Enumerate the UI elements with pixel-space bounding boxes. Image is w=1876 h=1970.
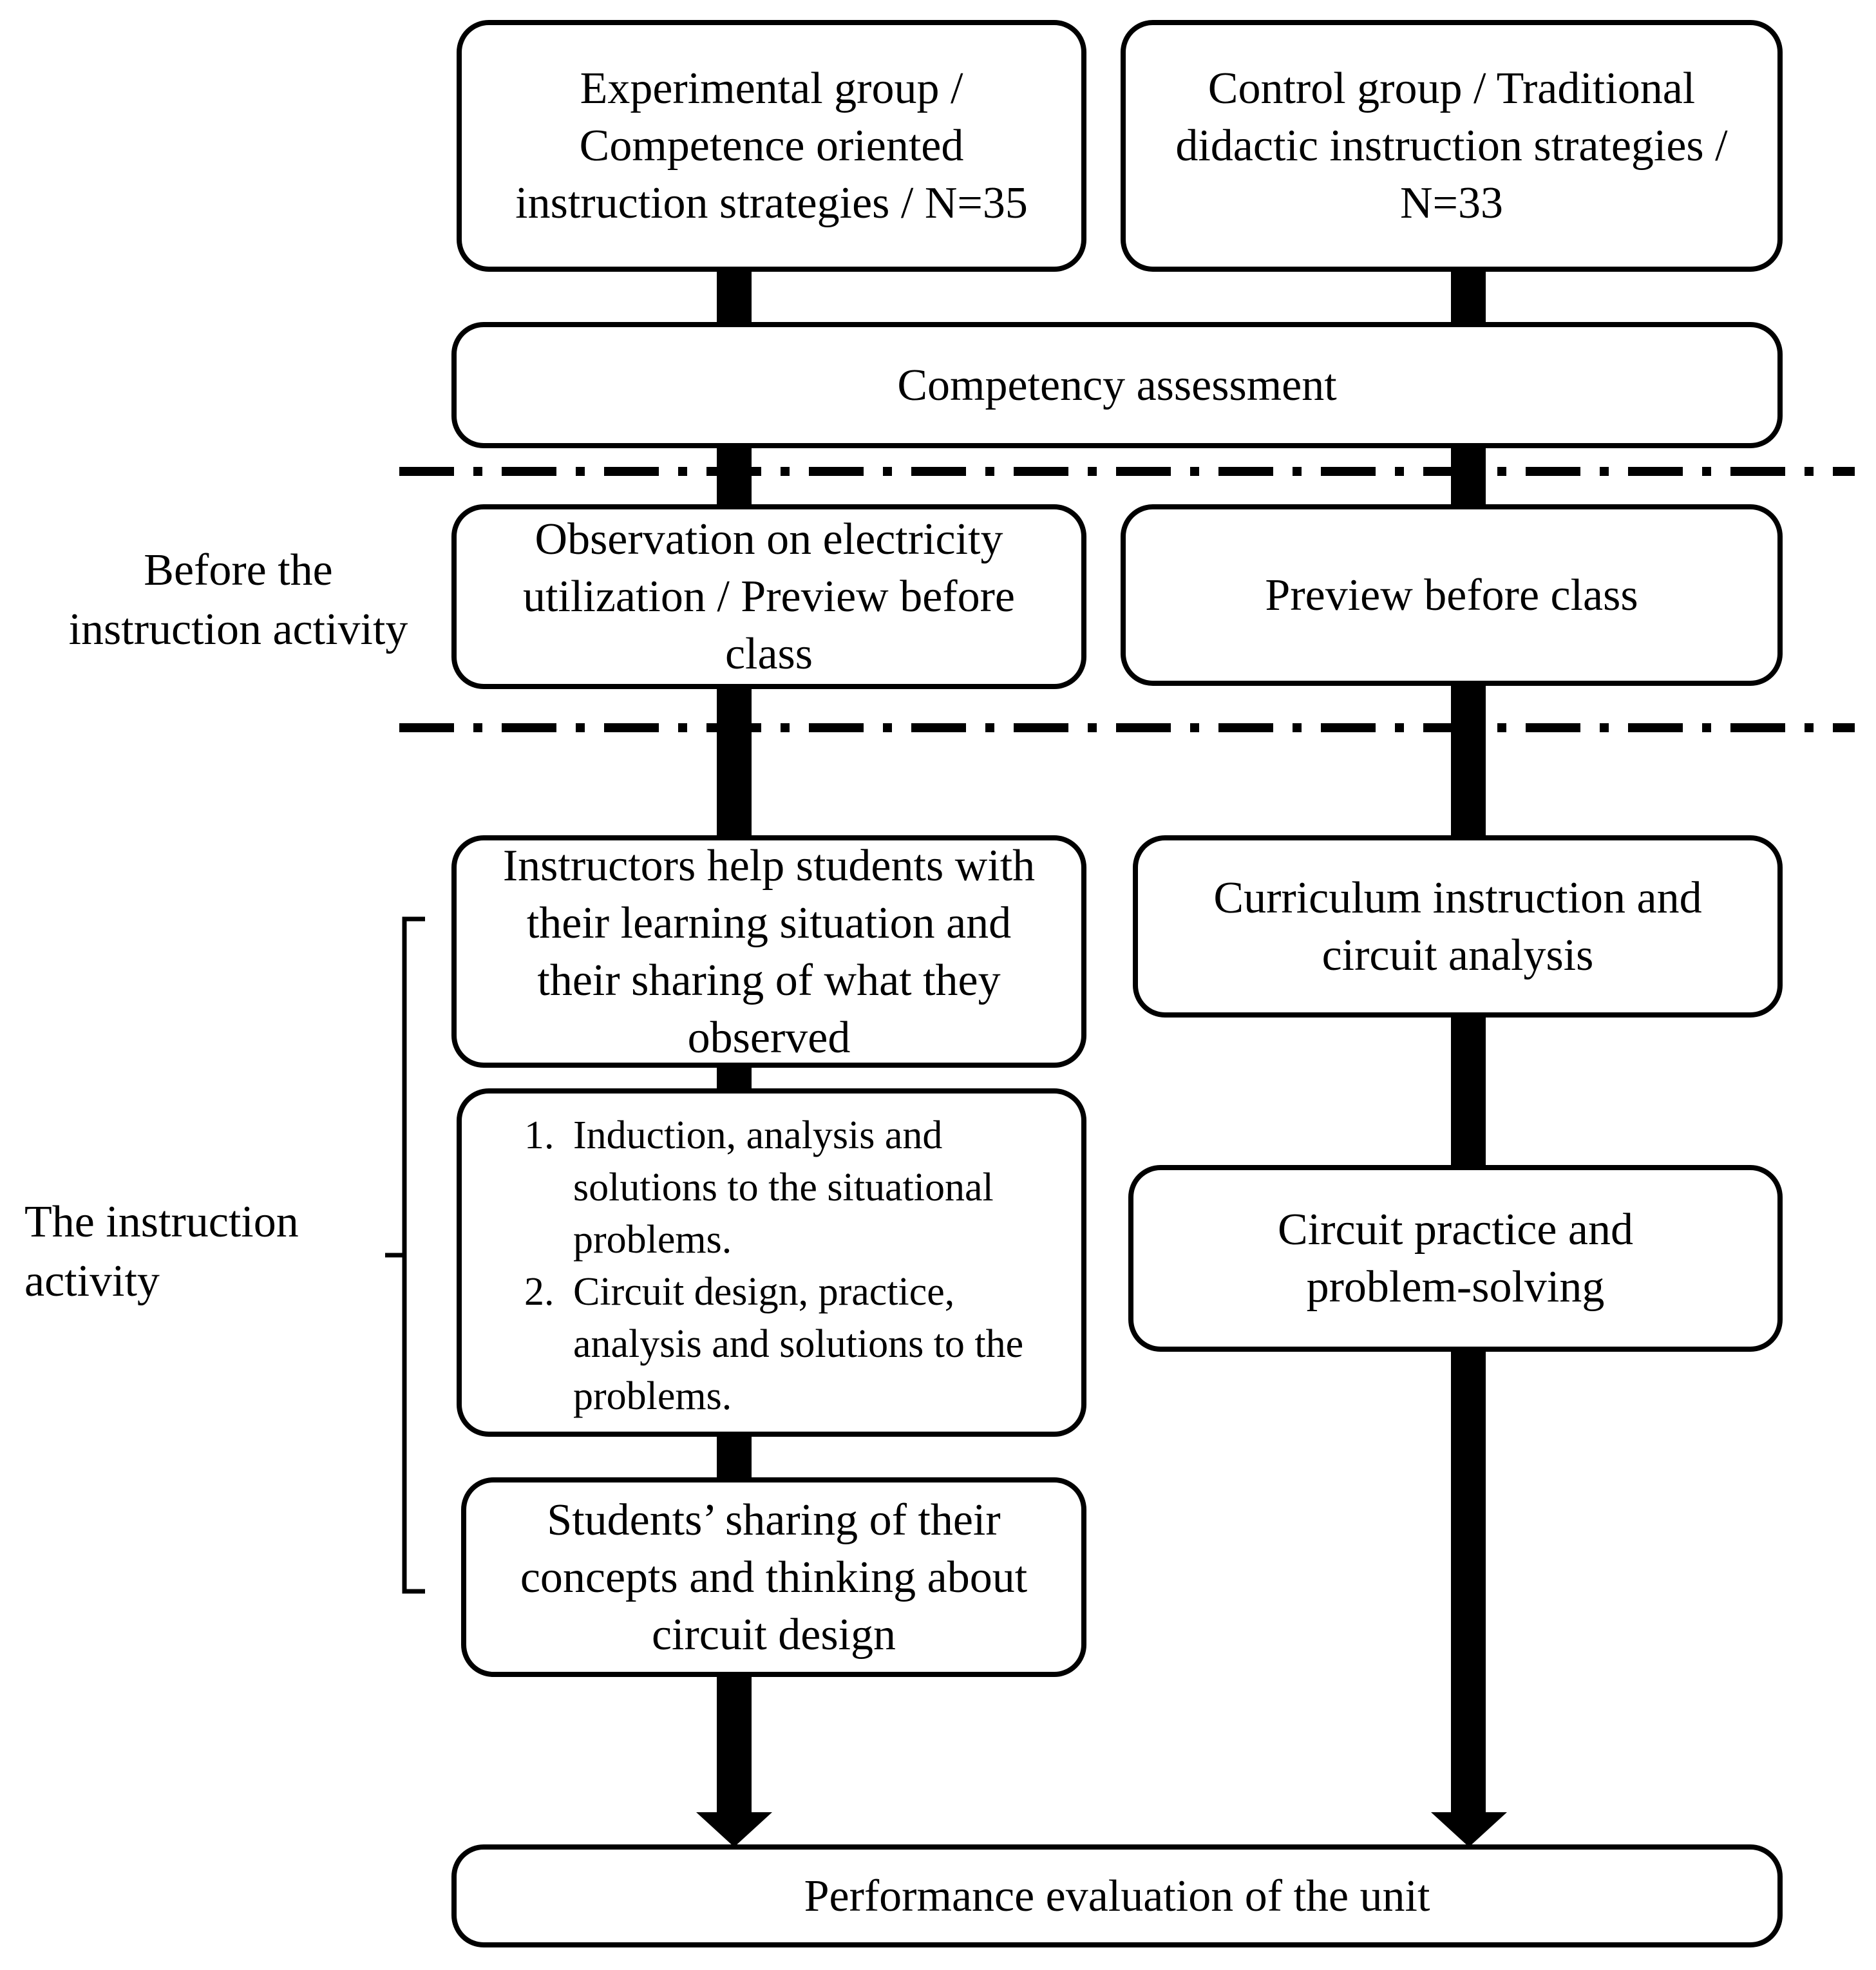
- phase-bracket: [385, 916, 425, 1594]
- connector-experimental-to-assessment: [717, 263, 752, 325]
- curriculum-instruction-text: Curriculum instruction and circuit analy…: [1213, 873, 1702, 980]
- before-phase-label: Before the instruction activity: [45, 541, 431, 659]
- connector-control-to-assessment: [1451, 263, 1486, 325]
- instructors-help-text: Instructors help students with their lea…: [502, 840, 1036, 1063]
- control-group-box: Control group / Traditional didactic ins…: [1121, 20, 1783, 272]
- instruction-steps-box: [457, 1088, 1086, 1437]
- observation-text: Observation on electricity utilization /…: [523, 515, 1015, 679]
- connector-practice-to-evaluation: [1451, 1348, 1486, 1815]
- control-group-text: Control group / Traditional didactic ins…: [1175, 64, 1728, 228]
- performance-evaluation-box: Performance evaluation of the unit: [451, 1844, 1783, 1947]
- instruction-steps-list: 1. Induction, analysis and solutions to …: [524, 1110, 1039, 1423]
- connector-sharing-to-evaluation: [717, 1672, 752, 1815]
- list-item-text: Induction, analysis and solutions to the…: [573, 1113, 994, 1262]
- connector-preview-to-curriculum: [1451, 685, 1486, 838]
- competency-assessment-box: Competency assessment: [451, 322, 1783, 448]
- during-phase-text: The instruction activity: [24, 1197, 299, 1306]
- students-sharing-box: Students’ sharing of their concepts and …: [461, 1477, 1086, 1677]
- connector-curriculum-to-practice: [1451, 1013, 1486, 1166]
- before-phase-text: Before the instruction activity: [68, 545, 408, 654]
- phase-dividers: [399, 467, 1855, 732]
- curriculum-instruction-box: Curriculum instruction and circuit analy…: [1133, 835, 1783, 1018]
- list-item-number: 1.: [524, 1113, 554, 1157]
- preview-text: Preview before class: [1265, 570, 1638, 620]
- connector-observation-to-instructors: [717, 685, 752, 838]
- arrowhead-left: [696, 1812, 772, 1847]
- observation-box: Observation on electricity utilization /…: [451, 504, 1086, 689]
- circuit-practice-box: Circuit practice and problem-solving: [1128, 1165, 1783, 1352]
- students-sharing-text: Students’ sharing of their concepts and …: [520, 1495, 1028, 1660]
- competency-assessment-text: Competency assessment: [897, 360, 1337, 410]
- list-item-number: 2.: [524, 1270, 554, 1314]
- arrowhead-right: [1431, 1812, 1507, 1847]
- connector-steps-to-sharing: [717, 1433, 752, 1480]
- preview-box: Preview before class: [1121, 504, 1783, 686]
- flow-lines: [696, 263, 1507, 1847]
- circuit-practice-text: Circuit practice and problem-solving: [1278, 1205, 1633, 1312]
- experimental-group-box: Experimental group / Competence oriented…: [457, 20, 1086, 272]
- connector-instructors-to-steps: [717, 1064, 752, 1091]
- performance-evaluation-text: Performance evaluation of the unit: [804, 1871, 1430, 1921]
- experimental-group-text: Experimental group / Competence oriented…: [515, 64, 1028, 228]
- instructors-help-box: Instructors help students with their lea…: [451, 835, 1086, 1068]
- list-item: 2. Circuit design, practice, analysis an…: [524, 1266, 1039, 1423]
- list-item: 1. Induction, analysis and solutions to …: [524, 1110, 1039, 1266]
- during-phase-label: The instruction activity: [24, 1193, 372, 1311]
- list-item-text: Circuit design, practice, analysis and s…: [573, 1270, 1024, 1418]
